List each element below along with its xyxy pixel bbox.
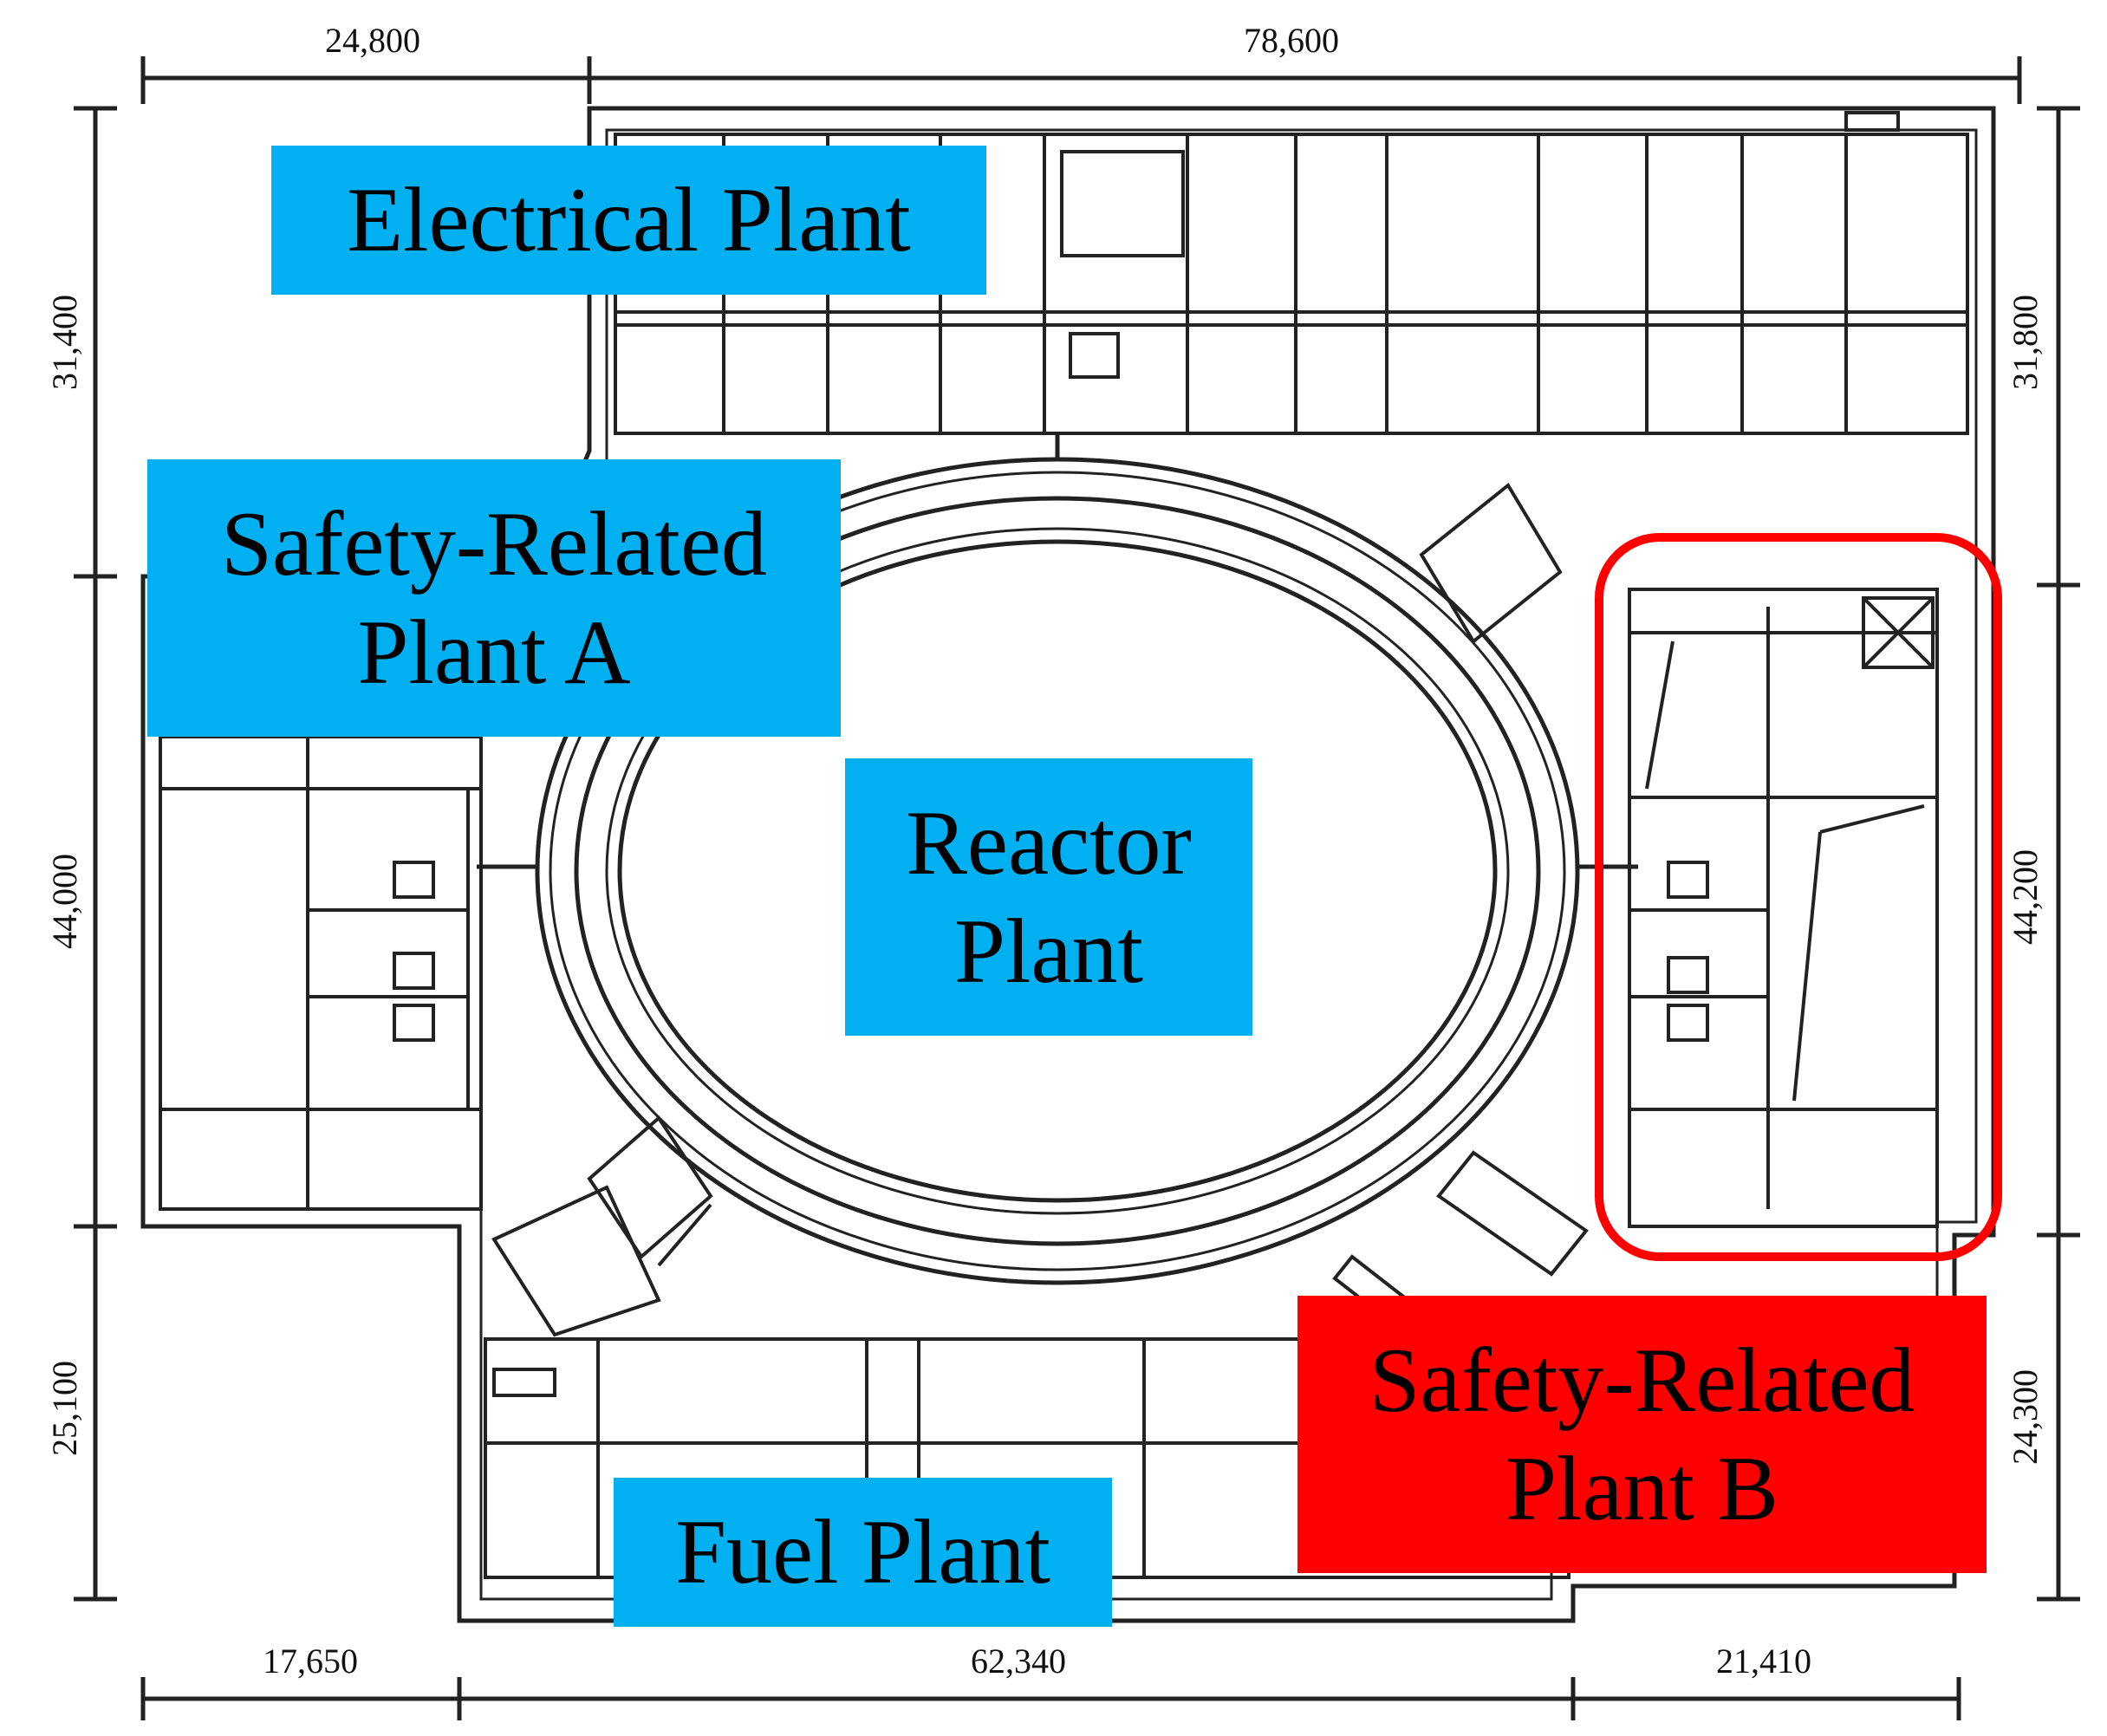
label-electrical-plant: Electrical Plant <box>271 146 986 295</box>
dim-bottom-2: 62,340 <box>971 1642 1066 1681</box>
reactor-containment-rings <box>477 433 1638 1285</box>
safety-plant-a-rooms <box>159 735 483 1211</box>
label-safety-b-line2: Plant B <box>1505 1438 1779 1539</box>
label-safety-b-line1: Safety-Related <box>1369 1329 1915 1431</box>
dim-bottom-3: 21,410 <box>1716 1642 1811 1681</box>
dimension-lines-left <box>74 106 117 1602</box>
dim-right-3: 24,300 <box>2006 1369 2045 1465</box>
dim-left-2: 44,000 <box>45 854 84 949</box>
dim-top-1: 24,800 <box>325 21 420 60</box>
label-electrical-plant-line1: Electrical Plant <box>347 169 911 271</box>
label-safety-related-plant-a: Safety-Related Plant A <box>147 459 841 737</box>
label-fuel-plant: Fuel Plant <box>614 1478 1112 1627</box>
dim-left-3: 25,100 <box>45 1361 84 1456</box>
safety-plant-b-rooms <box>1628 588 1939 1228</box>
safety-plant-b-highlight <box>1595 533 2002 1261</box>
dimension-lines-bottom <box>140 1677 1961 1720</box>
label-reactor-line1: Reactor <box>906 791 1192 894</box>
label-safety-a-line1: Safety-Related <box>221 492 767 595</box>
dim-top-2: 78,600 <box>1244 21 1339 60</box>
dim-right-2: 44,200 <box>2006 849 2045 945</box>
label-fuel-plant-line1: Fuel Plant <box>675 1501 1050 1603</box>
dimension-lines-top <box>140 56 2022 104</box>
label-reactor-plant: Reactor Plant <box>845 758 1252 1036</box>
dim-bottom-1: 17,650 <box>263 1642 358 1681</box>
dim-left-1: 31,400 <box>45 295 84 390</box>
label-reactor-line2: Plant <box>954 901 1143 1002</box>
label-safety-related-plant-b: Safety-Related Plant B <box>1297 1296 1987 1573</box>
label-safety-a-line2: Plant A <box>357 601 631 703</box>
dim-right-1: 31,800 <box>2006 295 2045 390</box>
dimension-lines-right <box>2037 106 2080 1602</box>
